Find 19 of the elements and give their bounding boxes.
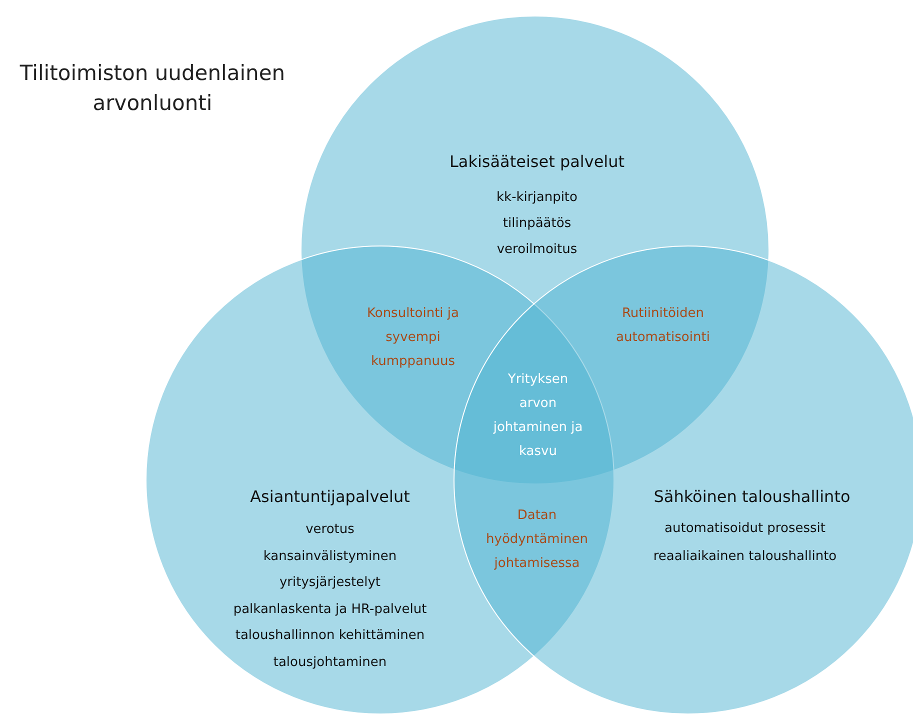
service-item: verotus xyxy=(306,522,354,538)
overlap-label: Konsultointi ja syvempi kumppanuus xyxy=(366,305,460,371)
service-item: veroilmoitus xyxy=(496,242,578,258)
service-item: kk-kirjanpito xyxy=(496,190,578,206)
service-item: palkanlaskenta ja HR-palvelut xyxy=(233,602,427,618)
service-item: reaaliaikainen taloushallinto xyxy=(653,549,837,565)
service-item: talousjohtaminen xyxy=(273,654,387,670)
diagram-title: Tilitoimiston uudenlainen arvonluonti xyxy=(18,60,286,117)
service-item: tilinpäätös xyxy=(502,216,572,232)
service-item: taloushallinnon kehittäminen xyxy=(235,628,425,644)
service-item: yritysjärjestelyt xyxy=(279,575,381,591)
circle-heading: Sähköinen taloushallinto xyxy=(654,487,850,507)
overlap-label: Yrityksen arvon johtaminen ja kasvu xyxy=(492,371,584,461)
overlap-label: Datan hyödyntäminen johtamisessa xyxy=(485,507,589,573)
overlap-label: Rutiinitöiden automatisointi xyxy=(615,305,711,347)
service-item: kansainvälistyminen xyxy=(263,548,397,564)
circle-heading: Lakisääteiset palvelut xyxy=(449,152,625,172)
service-item: automatisoidut prosessit xyxy=(664,521,826,537)
circle-heading: Asiantuntijapalvelut xyxy=(250,487,410,507)
